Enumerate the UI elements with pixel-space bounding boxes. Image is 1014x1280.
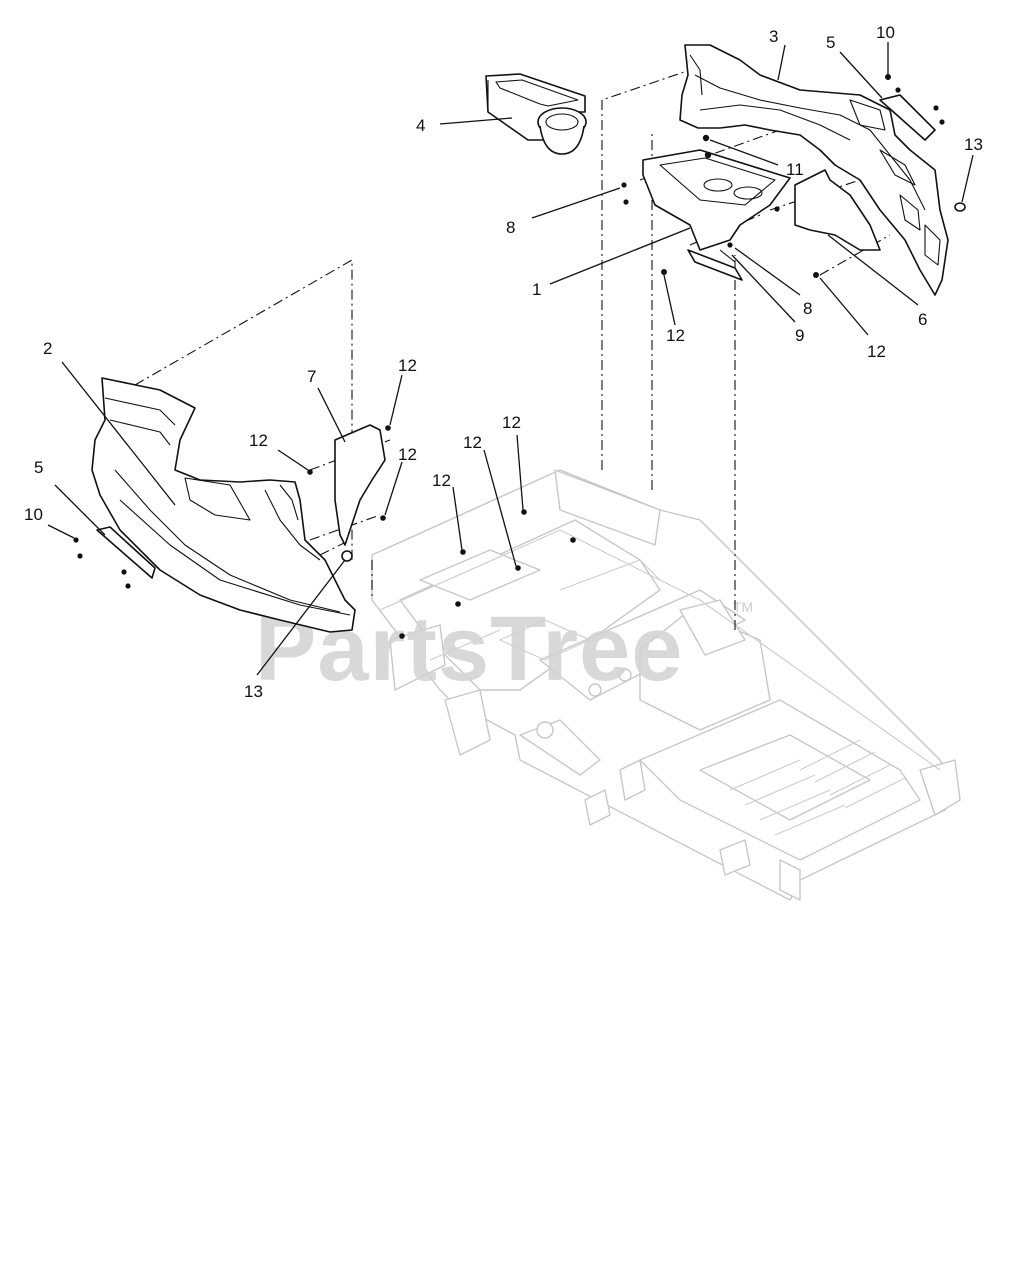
bolt-12-c	[385, 425, 391, 431]
screw-lower-a	[77, 553, 83, 559]
bolt-frame-a	[570, 537, 576, 543]
nut-11b	[704, 151, 712, 159]
part-2-left-fender	[91, 377, 356, 633]
nut-11	[702, 134, 710, 142]
callout-9: 9	[795, 326, 804, 345]
screw-upper-c	[939, 119, 945, 125]
bolt-12-d	[307, 469, 313, 475]
callout-12-frame-a: 12	[432, 471, 451, 490]
callout-12-panel-left: 12	[249, 431, 268, 450]
part-4-cupholder-tray	[485, 73, 587, 155]
callout-11: 11	[786, 160, 804, 179]
bolt-12-h	[515, 565, 521, 571]
bolt-12-e	[380, 515, 386, 521]
screw-console	[774, 206, 780, 212]
screw-10-lower	[73, 537, 79, 543]
callout-6: 6	[918, 310, 927, 329]
callout-1: 1	[532, 280, 541, 299]
screw-upper-b	[933, 105, 939, 111]
callout-8-upper: 8	[506, 218, 515, 237]
hardware	[73, 74, 966, 639]
plug-13-upper	[954, 202, 966, 212]
watermark-trademark: TM	[733, 599, 753, 615]
callout-5-lower: 5	[34, 458, 43, 477]
screw-upper-a	[895, 87, 901, 93]
screw-lower-c	[125, 583, 131, 589]
callout-8-lower: 8	[803, 299, 812, 318]
callout-3: 3	[769, 27, 778, 46]
part-7-left-panel	[334, 424, 386, 546]
callout-12-panel-top: 12	[398, 356, 417, 375]
bolt-12-a	[661, 269, 667, 275]
screw-10-upper	[885, 74, 891, 80]
callout-12-panel-right: 12	[398, 445, 417, 464]
bolt-frame-c	[399, 633, 405, 639]
callout-2: 2	[43, 339, 52, 358]
callout-12-frame-b: 12	[463, 433, 482, 452]
callout-5-upper: 5	[826, 33, 835, 52]
screw-8-upper-b	[623, 199, 629, 205]
part-3-right-fender	[679, 44, 949, 296]
callout-13-lower: 13	[244, 682, 263, 701]
chassis-frame	[371, 469, 961, 901]
callout-10-upper: 10	[876, 23, 895, 42]
callout-12-console: 12	[666, 326, 685, 345]
callout-10-lower: 10	[24, 505, 43, 524]
bolt-frame-b	[455, 601, 461, 607]
leader-lines	[47, 42, 974, 676]
part-5-upper-plate	[879, 94, 936, 141]
callout-12-fender: 12	[867, 342, 886, 361]
part-5-lower-plate	[96, 526, 156, 579]
bolt-12-f	[521, 509, 527, 515]
callout-4: 4	[416, 116, 425, 135]
callout-labels: 4 3 5 10 13 11 8 1 8 9 12 12 6 2 7 12 12…	[24, 23, 983, 701]
callout-7: 7	[307, 367, 316, 386]
bolt-12-b	[813, 272, 819, 278]
bolt-12-g	[460, 549, 466, 555]
part-6-right-panel	[794, 169, 881, 251]
screw-8-upper-a	[621, 182, 627, 188]
part-1-center-console	[642, 149, 791, 281]
callout-13-upper: 13	[964, 135, 983, 154]
callout-12-frame-c: 12	[502, 413, 521, 432]
screw-lower-b	[121, 569, 127, 575]
screw-9	[727, 242, 733, 248]
plug-13-lower	[341, 550, 353, 562]
